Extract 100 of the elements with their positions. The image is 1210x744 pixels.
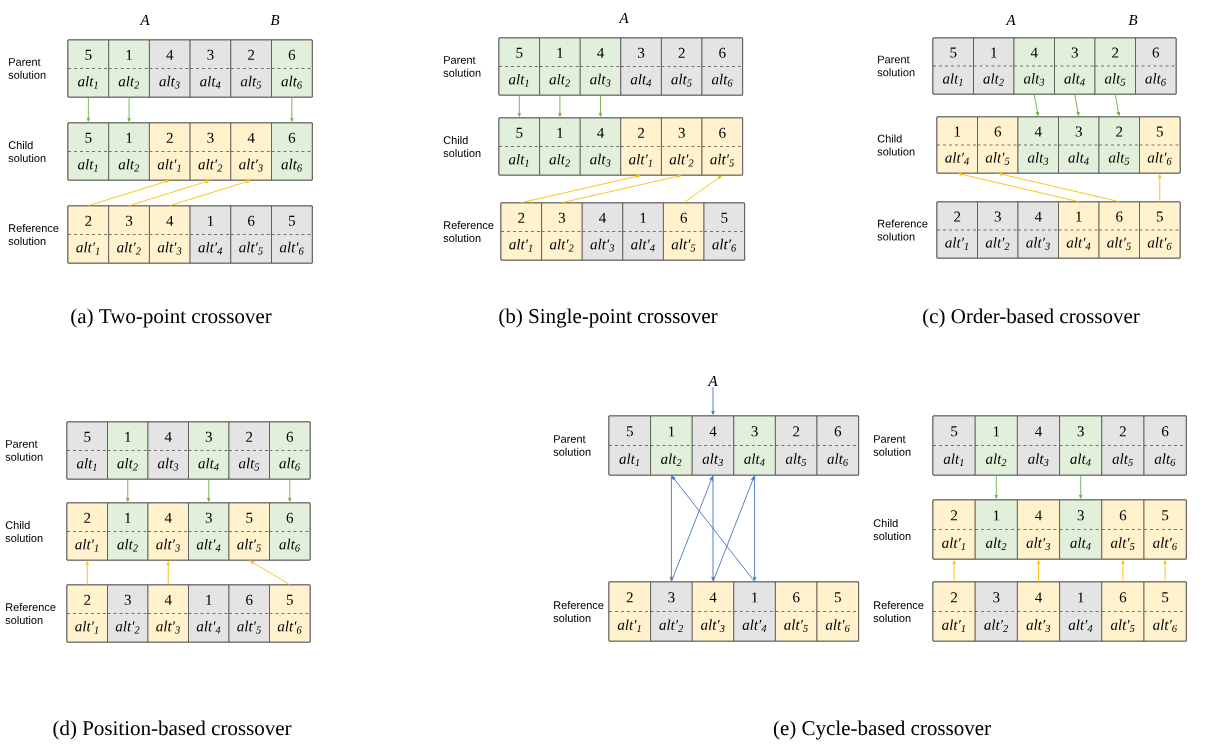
arrow bbox=[169, 180, 251, 207]
gene-cell: 4 alt$_{3}$ bbox=[149, 39, 191, 98]
arrow bbox=[1079, 474, 1083, 499]
arrow bbox=[598, 94, 603, 117]
arrow bbox=[288, 478, 292, 502]
arrow bbox=[752, 474, 757, 581]
gene-cell: 2 alt′$_{1}$ bbox=[608, 581, 651, 642]
row-label: Parent solution bbox=[553, 435, 591, 456]
gene-cell: 4 alt$_{3}$ bbox=[579, 117, 622, 176]
gene-cell: 5 alt$_{1}$ bbox=[932, 37, 974, 95]
gene-cell: 4 alt′$_{3}$ bbox=[149, 205, 191, 264]
gene-cell: 4 alt′$_{3}$ bbox=[147, 584, 189, 643]
arrow bbox=[958, 172, 1080, 203]
gene-cell: 2 alt′$_{1}$ bbox=[149, 122, 191, 181]
gene-cell: 3 alt′$_{2}$ bbox=[650, 581, 693, 642]
arrow bbox=[1121, 560, 1125, 583]
arrow bbox=[517, 94, 521, 117]
gene-cell: 3 alt′$_{2}$ bbox=[541, 202, 583, 261]
gene-cell: 5 alt′$_{6}$ bbox=[816, 581, 859, 642]
arrow bbox=[671, 475, 756, 583]
gene-cell: 1 alt$_{2}$ bbox=[108, 122, 150, 181]
gene-cell: 2 alt′$_{1}$ bbox=[620, 117, 662, 176]
arrow bbox=[994, 474, 998, 499]
gene-cell: 6 alt′$_{5}$ bbox=[230, 205, 272, 264]
arrow bbox=[1163, 560, 1167, 583]
gene-cell: 5 alt′$_{6}$ bbox=[703, 202, 745, 261]
gene-cell: 3 alt$_{4}$ bbox=[620, 37, 662, 96]
position-marker: A bbox=[707, 376, 718, 386]
arrow bbox=[127, 96, 131, 122]
arrow bbox=[558, 94, 562, 117]
arrow bbox=[1036, 560, 1041, 583]
gene-cell: 2 alt′$_{1}$ bbox=[67, 205, 110, 264]
gene-cell: 4 alt′$_{3}$ bbox=[230, 122, 272, 181]
arrow bbox=[711, 474, 715, 581]
gene-cell: 5 alt$_{1}$ bbox=[66, 421, 108, 480]
gene-cell: 1 alt′$_{4}$ bbox=[733, 581, 776, 642]
arrow bbox=[126, 478, 130, 502]
arrow bbox=[1033, 93, 1040, 116]
arrow bbox=[669, 474, 674, 581]
gene-cell: 1 alt$_{2}$ bbox=[539, 37, 581, 96]
arrow bbox=[166, 561, 170, 586]
gene-cell: 2 alt$_{5}$ bbox=[230, 39, 272, 98]
arrow bbox=[128, 180, 210, 207]
arrow bbox=[711, 386, 715, 415]
gene-cell: 6 alt′$_{5}$ bbox=[1101, 499, 1145, 560]
gene-cell: 2 alt$_{5}$ bbox=[775, 415, 818, 476]
gene-cell: 1 alt′$_{4}$ bbox=[189, 205, 232, 264]
gene-cell: 4 alt$_{3}$ bbox=[1017, 415, 1060, 476]
gene-cell: 2 alt$_{5}$ bbox=[661, 37, 703, 96]
position-marker: A bbox=[1005, 15, 1016, 25]
gene-cell: 3 alt′$_{2}$ bbox=[108, 205, 150, 264]
row-label: Reference solution bbox=[877, 219, 928, 241]
gene-cell: 4 alt′$_{3}$ bbox=[581, 202, 624, 261]
gene-cell: 2 alt′$_{1}$ bbox=[936, 201, 978, 259]
gene-cell: 2 alt$_{5}$ bbox=[1098, 116, 1140, 174]
gene-cell: 5 alt′$_{6}$ bbox=[1143, 581, 1187, 642]
subfigure-caption: (e) Cycle-based crossover bbox=[773, 720, 991, 740]
gene-cell: 3 alt$_{4}$ bbox=[1054, 37, 1096, 95]
row-label: Parent solution bbox=[8, 58, 46, 79]
gene-cell: 4 alt′$_{3}$ bbox=[147, 502, 189, 561]
gene-cell: 1 alt′$_{4}$ bbox=[936, 116, 978, 174]
gene-cell: 5 alt′$_{5}$ bbox=[228, 502, 270, 561]
gene-cell: 6 alt$_{6}$ bbox=[269, 502, 311, 561]
gene-cell: 3 alt′$_{2}$ bbox=[974, 581, 1018, 642]
gene-cell: 3 alt$_{4}$ bbox=[1058, 116, 1100, 174]
gene-cell: 3 alt$_{4}$ bbox=[188, 421, 230, 480]
gene-cell: 2 alt′$_{1}$ bbox=[932, 581, 976, 642]
gene-cell: 1 alt$_{2}$ bbox=[650, 415, 693, 476]
gene-cell: 3 alt$_{4}$ bbox=[189, 39, 232, 98]
gene-cell: 5 alt′$_{6}$ bbox=[1139, 116, 1181, 174]
position-marker: B bbox=[1128, 15, 1138, 25]
gene-cell: 4 alt$_{3}$ bbox=[147, 421, 189, 480]
subfigure-caption: (a) Two-point crossover bbox=[71, 308, 272, 328]
gene-cell: 3 alt$_{4}$ bbox=[1059, 415, 1103, 476]
gene-cell: 2 alt′$_{1}$ bbox=[500, 202, 542, 261]
gene-cell: 5 alt′$_{6}$ bbox=[269, 584, 311, 643]
gene-cell: 4 alt$_{3}$ bbox=[1013, 37, 1055, 95]
gene-cell: 3 alt′$_{2}$ bbox=[107, 584, 149, 643]
gene-cell: 6 alt$_{6}$ bbox=[269, 421, 311, 480]
position-marker: A bbox=[618, 13, 629, 23]
arrow bbox=[249, 560, 291, 586]
gene-cell: 5 alt$_{1}$ bbox=[67, 122, 110, 181]
row-label: Reference solution bbox=[873, 600, 924, 623]
gene-cell: 4 alt$_{3}$ bbox=[1017, 116, 1059, 174]
arrow bbox=[683, 175, 722, 204]
gene-cell: 3 alt$_{4}$ bbox=[1059, 499, 1103, 560]
gene-cell: 6 alt′$_{5}$ bbox=[775, 581, 818, 642]
gene-cell: 6 alt$_{6}$ bbox=[271, 39, 313, 98]
arrow bbox=[86, 96, 91, 122]
row-label: Parent solution bbox=[443, 56, 481, 77]
gene-cell: 3 alt$_{4}$ bbox=[733, 415, 776, 476]
row-label: Parent solution bbox=[877, 55, 915, 77]
gene-cell: 1 alt′$_{4}$ bbox=[1058, 201, 1100, 259]
gene-cell: 1 alt′$_{4}$ bbox=[1059, 581, 1103, 642]
row-label: Reference solution bbox=[8, 223, 59, 246]
row-label: Reference solution bbox=[443, 220, 494, 243]
gene-cell: 2 alt$_{5}$ bbox=[228, 421, 270, 480]
gene-cell: 1 alt$_{2}$ bbox=[107, 421, 149, 480]
gene-cell: 1 alt′$_{4}$ bbox=[622, 202, 664, 261]
gene-cell: 5 alt$_{1}$ bbox=[608, 415, 651, 476]
